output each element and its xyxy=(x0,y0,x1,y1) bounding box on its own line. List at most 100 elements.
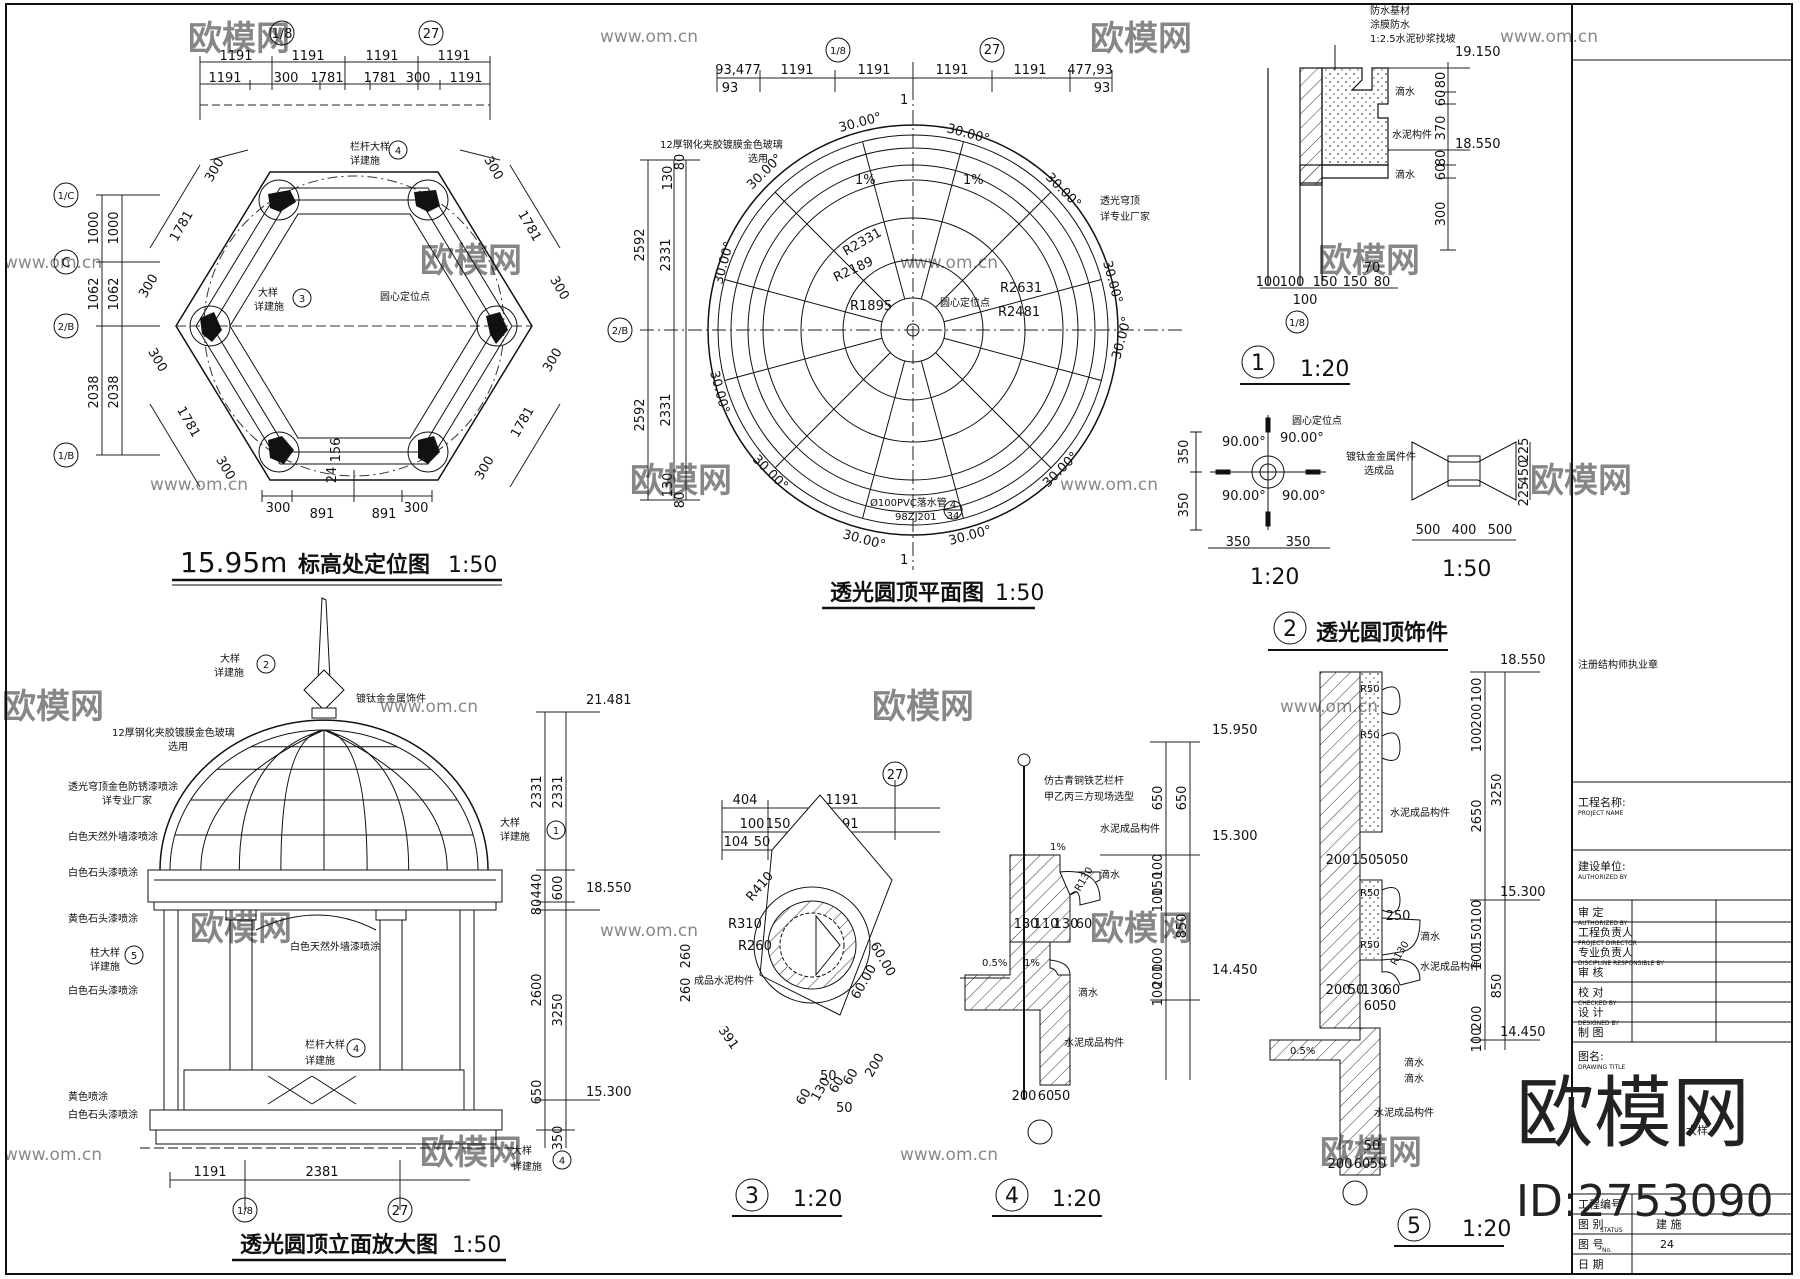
dim: 80 xyxy=(1374,275,1391,290)
watermark-brand-large: 欧模网 xyxy=(1516,1069,1750,1159)
watermark-site: www.om.cn xyxy=(900,1145,998,1165)
scale: 1:20 xyxy=(1300,357,1349,382)
drawing-title: 标高处定位图 xyxy=(298,552,430,578)
dome-rib xyxy=(920,360,964,519)
title-block-field-en: CHECKED BY xyxy=(1578,1000,1617,1007)
drawing-title: 透光圆顶饰件 xyxy=(1316,620,1448,646)
dim: 100 xyxy=(1280,275,1305,290)
dim: 50 xyxy=(836,1101,853,1116)
dim: 500 xyxy=(1488,523,1513,538)
note: 1:2.5水泥砂浆找坡 xyxy=(1370,32,1456,45)
dim: 24 xyxy=(325,467,340,484)
dome-rib xyxy=(724,279,883,323)
dim: 2331 xyxy=(659,393,674,426)
elevation: 18.550 xyxy=(1500,653,1546,668)
note: 白色天然外墙漆喷涂 xyxy=(68,830,158,843)
dim: 440 xyxy=(530,874,545,899)
dim: 150 xyxy=(1151,872,1166,897)
detail-number: 5 xyxy=(1407,1214,1421,1239)
sheet-number: 24 xyxy=(1660,1238,1674,1251)
watermark-text: 欧模网 xyxy=(872,687,974,727)
dim: 100 xyxy=(1293,293,1318,308)
cut: 1 xyxy=(900,93,908,108)
elevation: 15.300 xyxy=(586,1085,632,1100)
angle: 30.00° xyxy=(1109,315,1135,361)
dim: 156 xyxy=(329,438,344,463)
scale: 1:20 xyxy=(1052,1187,1101,1212)
note: 镀钛金金属饰件 xyxy=(356,692,426,705)
note: 白色石头漆喷涂 xyxy=(68,866,138,879)
dim: 100 xyxy=(1151,948,1166,973)
dome-rib xyxy=(862,141,906,300)
angle: 30.00° xyxy=(841,527,887,553)
detail-tag: 4 xyxy=(353,1044,359,1055)
radius: R2631 xyxy=(1000,281,1042,296)
axis-label: 1/B xyxy=(58,451,75,462)
dim: 1781 xyxy=(167,208,197,244)
axis-label: 1/8 xyxy=(237,1206,253,1217)
note: 栏杆大样 xyxy=(350,140,390,153)
dim: 100 xyxy=(1470,900,1485,925)
note: 详专业厂家 xyxy=(1100,210,1150,223)
dome-meridian xyxy=(200,729,325,871)
title-block: 注册结构师执业章 工程名称:PROJECT NAME建设单位:AUTHORIZE… xyxy=(1571,4,1792,1274)
dim: 650 xyxy=(1151,786,1166,811)
angle: 90.00° xyxy=(1222,489,1266,504)
scale: 1:50 xyxy=(452,1233,501,1258)
detail-tag: 4 xyxy=(395,146,401,157)
dim: 300 xyxy=(136,272,161,301)
dim: 80 xyxy=(1434,150,1449,167)
dim: 150 xyxy=(1313,275,1338,290)
watermark-text: 欧模网 xyxy=(420,1133,522,1173)
dim: 200 xyxy=(1326,983,1351,998)
dim: 650 xyxy=(530,1080,545,1105)
note: 圆心定位点 xyxy=(940,296,990,309)
title-block-field: 审 核 xyxy=(1578,965,1604,979)
dim: 2600 xyxy=(530,973,545,1006)
note: 水泥成品构件 xyxy=(1420,960,1480,973)
dome-grid xyxy=(174,729,474,871)
detail-5: 18.550 15.300 14.450 100 200 100 2650 32… xyxy=(1269,653,1546,1247)
axis-label: 27 xyxy=(887,768,904,783)
elevation: 14.450 xyxy=(1500,1025,1546,1040)
slope: 1% xyxy=(1024,958,1040,969)
note: 镀钛金金属件件 xyxy=(1346,450,1416,463)
dome-meridian xyxy=(280,729,325,871)
status-value: 建 施 xyxy=(1656,1217,1682,1231)
detail-tag: 4 xyxy=(559,1156,565,1167)
elevation: 15.300 xyxy=(1212,829,1258,844)
note: 详建施 xyxy=(350,154,380,167)
dome-meridian xyxy=(323,729,410,871)
dim: 100 xyxy=(1470,678,1485,703)
dim: 104 xyxy=(724,835,749,850)
dim: 404 xyxy=(733,793,758,808)
dim: 50 xyxy=(754,835,771,850)
dim: 370 xyxy=(1434,116,1449,141)
dim: 80 xyxy=(673,154,688,171)
title-block-field: 审 定 xyxy=(1578,905,1604,919)
dim: 2381 xyxy=(305,1165,338,1180)
dim: 300 xyxy=(1434,202,1449,227)
elevation: 18.550 xyxy=(586,881,632,896)
note: 滴水 xyxy=(1100,868,1120,881)
dim: 60 xyxy=(1354,1157,1371,1172)
dim: 130 xyxy=(1362,983,1387,998)
dim: 2650 xyxy=(1470,799,1485,832)
dim: 130 xyxy=(661,166,676,191)
detail-2: 90.00° 90.00° 90.00° 90.00° 350 350 350 … xyxy=(1177,414,1532,651)
axis-label: 27 xyxy=(423,27,440,42)
axis-label: 1/C xyxy=(58,191,75,202)
dim: 150 xyxy=(1352,853,1377,868)
drawing-name: 大样 xyxy=(1686,1123,1708,1137)
watermark-text: 欧模网 xyxy=(1320,1133,1422,1173)
dim: 200 xyxy=(862,1051,887,1080)
dim: 1191 xyxy=(365,49,398,64)
dim: 250 xyxy=(1386,909,1411,924)
note: 黄色石头漆喷涂 xyxy=(68,912,138,925)
note: 柱大样 xyxy=(90,946,120,959)
note: 选成品 xyxy=(1364,464,1394,477)
dim: 1191 xyxy=(219,49,252,64)
scale: 1:50 xyxy=(995,581,1044,606)
dim: 50 xyxy=(1376,853,1393,868)
dim: 260 xyxy=(679,978,694,1003)
